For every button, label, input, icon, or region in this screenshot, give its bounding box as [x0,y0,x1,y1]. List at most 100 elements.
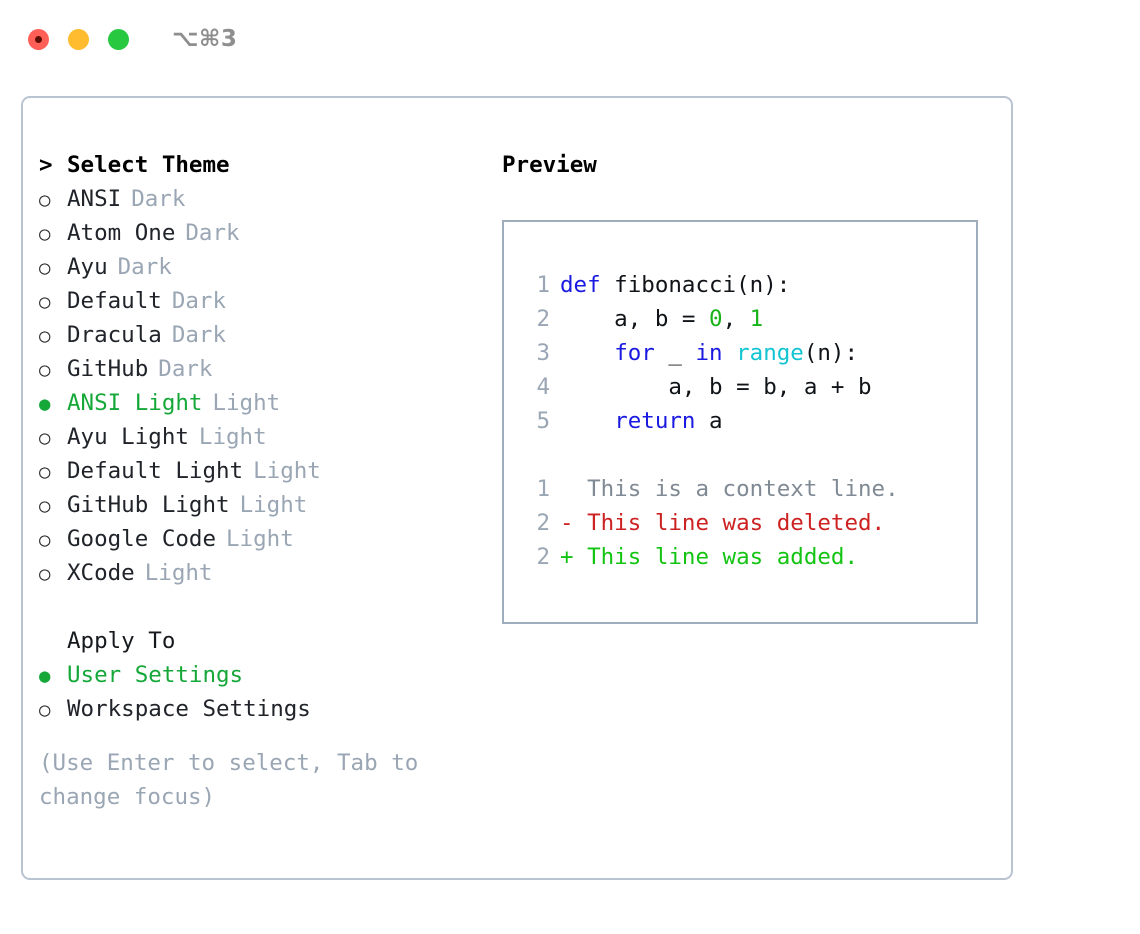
theme-variant-tag: Dark [171,322,227,348]
theme-name: Ayu [67,254,108,280]
title-bar: ⌥⌘3 [0,0,1140,78]
apply-to-heading: ○ Apply To [39,624,459,658]
radio-selected-icon: ● [39,393,51,415]
radio-unselected-icon: ○ [39,291,51,313]
theme-name: Atom One [67,220,176,246]
theme-list-item[interactable]: ○ Default Light Light [39,454,459,488]
apply-to-option[interactable]: ○ Workspace Settings [39,692,459,726]
code-line: 4 a, b = b, a + b [520,370,976,404]
theme-variant-tag: Light [226,526,294,552]
minimize-window-button[interactable] [68,28,89,50]
apply-to-label: Workspace Settings [67,696,311,722]
code-line: 2 a, b = 0, 1 [520,302,976,336]
code-token [560,404,614,438]
theme-name: ANSI Light [67,390,203,416]
theme-variant-tag: Dark [117,254,172,280]
code-token [723,336,737,370]
radio-unselected-icon: ○ [39,699,51,721]
diff-sign: - [560,510,574,536]
code-line-number: 5 [536,408,550,434]
section-spacer [39,590,459,624]
code-token [560,336,614,370]
theme-variant-tag: Light [253,458,321,484]
diff-sign [560,472,574,506]
keyboard-shortcut-label: ⌥⌘3 [172,25,238,52]
theme-list-item[interactable]: ○ Ayu Dark [39,250,459,284]
theme-variant-tag: Light [144,560,213,586]
theme-name: Dracula [67,322,162,348]
theme-name: Google Code [67,526,217,552]
code-token: a, b = b, a + b [560,374,872,400]
code-line: 5 return a [520,404,976,438]
theme-variant-tag: Dark [171,288,227,314]
code-token: def [560,272,601,298]
radio-unselected-icon: ○ [39,461,51,483]
theme-name: ANSI [67,186,122,212]
code-token: 1 [749,306,764,332]
theme-name: Ayu Light [67,424,189,450]
apply-to-list: ● User Settings ○ Workspace Settings [39,658,459,726]
diff-text: This is a context line. [573,476,899,502]
theme-name: Default Light [67,458,244,484]
code-token: a [695,408,723,434]
diff-line-number: 2 [536,544,550,570]
radio-unselected-icon: ○ [39,529,51,551]
code-token: a, b = [560,306,710,332]
theme-variant-tag: Dark [158,356,213,382]
radio-unselected-icon: ○ [39,189,51,211]
diff-text: This line was added. [573,544,859,570]
code-token: range [736,340,804,366]
radio-unselected-icon: ○ [39,427,51,449]
code-token: return [614,408,696,434]
theme-name: XCode [67,560,135,586]
theme-list-item[interactable]: ○ XCode Light [39,556,459,590]
code-token: _ [654,340,696,366]
theme-variant-tag: Light [239,492,308,518]
diff-sign: + [560,544,574,570]
heading-indent-spacer: ○ [39,624,67,658]
close-window-button[interactable] [28,28,49,50]
code-token: (n): [803,340,859,366]
zoom-window-button[interactable] [108,28,129,50]
code-line-number: 4 [536,374,550,400]
apply-to-title: Apply To [67,628,176,654]
radio-unselected-icon: ○ [39,563,51,585]
apply-to-label: User Settings [67,662,244,688]
diff-sample: 1 This is a context line. 2- This line wa… [520,472,976,574]
diff-text: This line was deleted. [573,510,886,536]
diff-line-number: 2 [536,510,550,536]
theme-list-item[interactable]: ○ Dracula Dark [39,318,459,352]
radio-unselected-icon: ○ [39,325,51,347]
diff-line: 2 + This line was added. [520,540,976,574]
code-line: 3 for _ in range(n): [520,336,976,370]
theme-variant-tag: Dark [185,220,240,246]
code-token: 0 [709,306,723,332]
code-line-number: 2 [536,306,550,332]
code-line-number: 1 [536,272,550,298]
theme-list-item[interactable]: ○ Google Code Light [39,522,459,556]
keyboard-hint-text: (Use Enter to select, Tab to change focu… [39,750,419,810]
radio-unselected-icon: ○ [39,257,51,279]
radio-selected-icon: ● [39,665,51,687]
theme-list-item[interactable]: ○ ANSI Dark [39,182,459,216]
diff-line-number: 1 [536,476,550,502]
theme-variant-tag: Dark [131,186,186,212]
code-token: , [722,306,750,332]
traffic-light-group [28,28,129,50]
theme-name: GitHub Light [67,492,230,518]
apply-to-option[interactable]: ● User Settings [39,658,459,692]
